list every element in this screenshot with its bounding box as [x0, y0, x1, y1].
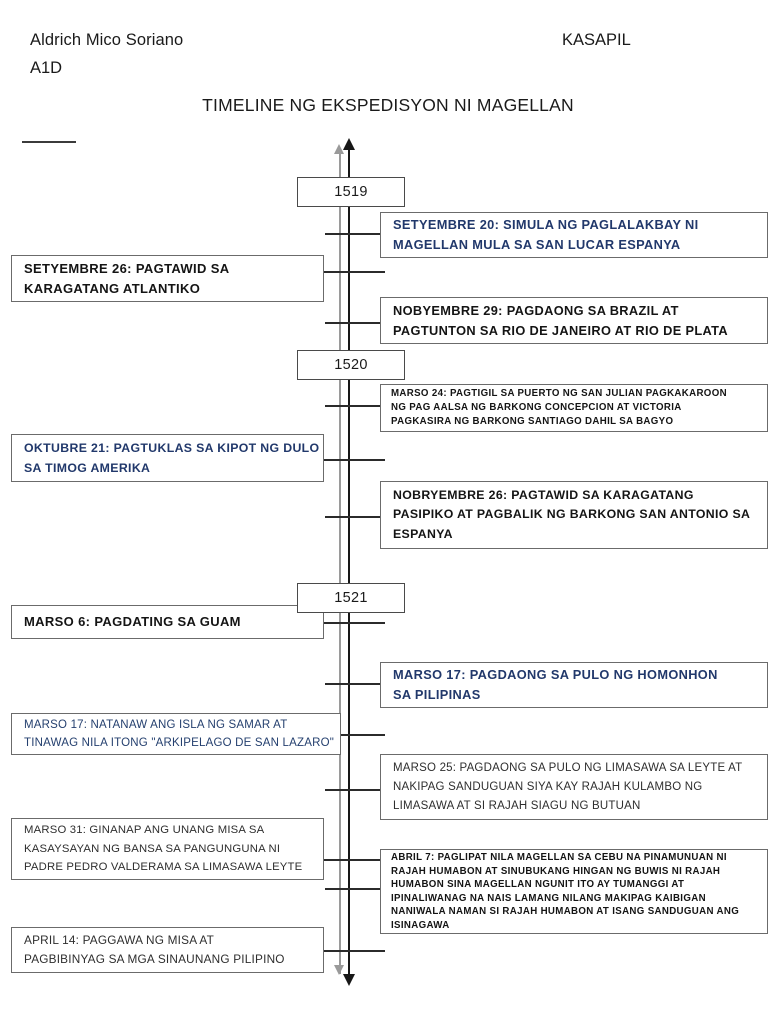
connector-nobryembre-26: [325, 516, 385, 518]
connector-marso-17-homonhon: [325, 683, 385, 685]
event-box-setyembre-20[interactable]: SETYEMBRE 20: SIMULA NG PAGLALAKBAY NI M…: [380, 212, 768, 258]
year-marker-label: 1520: [334, 357, 368, 373]
event-box-nobyembre-29[interactable]: NOBYEMBRE 29: PAGDAONG SA BRAZIL AT PAGT…: [380, 297, 768, 344]
event-box-marso-24[interactable]: MARSO 24: PAGTIGIL SA PUERTO NG SAN JULI…: [380, 384, 768, 432]
event-text: MARSO 17: NATANAW ANG ISLA NG SAMAR AT T…: [24, 719, 335, 749]
event-text: NOBYEMBRE 29: PAGDAONG SA BRAZIL AT PAGT…: [393, 302, 728, 338]
header-divider-rule: [22, 141, 76, 143]
event-box-nobryembre-26[interactable]: NOBRYEMBRE 26: PAGTAWID SA KARAGATANG PA…: [380, 481, 768, 549]
connector-marso-17-samar: [312, 734, 385, 736]
connector-setyembre-20: [325, 233, 385, 235]
year-marker-1519[interactable]: 1519: [297, 177, 405, 207]
event-box-marso-31[interactable]: MARSO 31: GINANAP ANG UNANG MISA SA KASA…: [11, 818, 324, 880]
event-text: OKTUBRE 21: PAGTUKLAS SA KIPOT NG DULO S…: [24, 441, 320, 475]
year-marker-label: 1521: [334, 590, 368, 606]
event-text: MARSO 31: GINANAP ANG UNANG MISA SA KASA…: [24, 824, 303, 874]
axis-arrow-down-black-icon: [342, 974, 355, 986]
axis-arrow-up-black-icon: [342, 138, 355, 150]
connector-oktubre-21: [312, 459, 385, 461]
event-text: SETYEMBRE 20: SIMULA NG PAGLALAKBAY NI M…: [393, 217, 699, 252]
student-section: A1D: [30, 59, 63, 77]
year-marker-1520[interactable]: 1520: [297, 350, 405, 380]
connector-abril-7: [325, 888, 385, 890]
event-box-marso-17-samar[interactable]: MARSO 17: NATANAW ANG ISLA NG SAMAR AT T…: [11, 713, 341, 755]
subject-label: KASAPIL: [562, 31, 631, 49]
event-text: MARSO 25: PAGDAONG SA PULO NG LIMASAWA S…: [393, 761, 743, 812]
event-box-marso-6[interactable]: MARSO 6: PAGDATING SA GUAM: [11, 605, 324, 639]
connector-marso-25: [325, 789, 385, 791]
connector-nobyembre-29: [325, 322, 385, 324]
event-box-april-14[interactable]: APRIL 14: PAGGAWA NG MISA AT PAGBIBINYAG…: [11, 927, 324, 973]
event-text: SETYEMBRE 26: PAGTAWID SA KARAGATANG ATL…: [24, 260, 230, 296]
event-box-setyembre-26[interactable]: SETYEMBRE 26: PAGTAWID SA KARAGATANG ATL…: [11, 255, 324, 302]
connector-marso-31: [312, 859, 385, 861]
axis-arrow-down-gray-icon: [334, 965, 344, 975]
event-text: APRIL 14: PAGGAWA NG MISA AT PAGBIBINYAG…: [24, 933, 285, 966]
event-text: MARSO 6: PAGDATING SA GUAM: [24, 614, 241, 629]
connector-april-14: [312, 950, 385, 952]
year-marker-label: 1519: [334, 184, 368, 200]
page-title: TIMELINE NG EKSPEDISYON NI MAGELLAN: [202, 95, 574, 115]
event-box-oktubre-21[interactable]: OKTUBRE 21: PAGTUKLAS SA KIPOT NG DULO S…: [11, 434, 324, 482]
connector-marso-24: [325, 405, 385, 407]
timeline-axis-black: [348, 146, 350, 982]
event-box-marso-17-homonhon[interactable]: MARSO 17: PAGDAONG SA PULO NG HOMONHON S…: [380, 662, 768, 708]
connector-marso-6: [312, 622, 385, 624]
event-text: NOBRYEMBRE 26: PAGTAWID SA KARAGATANG PA…: [393, 487, 751, 541]
year-marker-1521[interactable]: 1521: [297, 583, 405, 613]
connector-setyembre-26: [312, 271, 385, 273]
event-box-abril-7[interactable]: ABRIL 7: PAGLIPAT NILA MAGELLAN SA CEBU …: [380, 849, 768, 934]
event-text: MARSO 17: PAGDAONG SA PULO NG HOMONHON S…: [393, 667, 718, 702]
timeline-axis-gray: [339, 152, 341, 974]
student-name: Aldrich Mico Soriano: [30, 31, 184, 49]
event-text: ABRIL 7: PAGLIPAT NILA MAGELLAN SA CEBU …: [391, 852, 740, 931]
axis-arrow-up-gray-icon: [334, 144, 344, 154]
event-text: MARSO 24: PAGTIGIL SA PUERTO NG SAN JULI…: [391, 388, 727, 427]
event-box-marso-25[interactable]: MARSO 25: PAGDAONG SA PULO NG LIMASAWA S…: [380, 754, 768, 820]
